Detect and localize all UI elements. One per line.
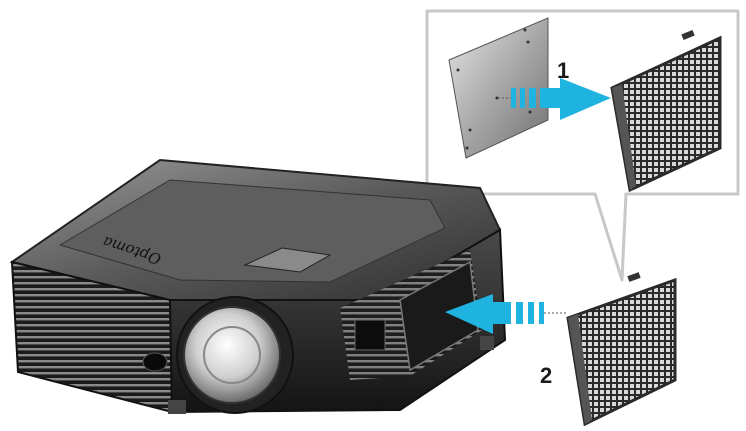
right-arrow-icon [498, 78, 611, 120]
filter-slot [399, 260, 479, 372]
projector: Optoma [9, 158, 507, 414]
filter-cover-plate [448, 17, 549, 159]
step-2-label: 2 [540, 363, 552, 388]
projector-lens [176, 296, 294, 414]
left-arrow-icon [445, 294, 568, 334]
air-filter-removed [610, 29, 722, 193]
step-1-label: 1 [557, 58, 569, 83]
air-filter-new [566, 272, 677, 427]
